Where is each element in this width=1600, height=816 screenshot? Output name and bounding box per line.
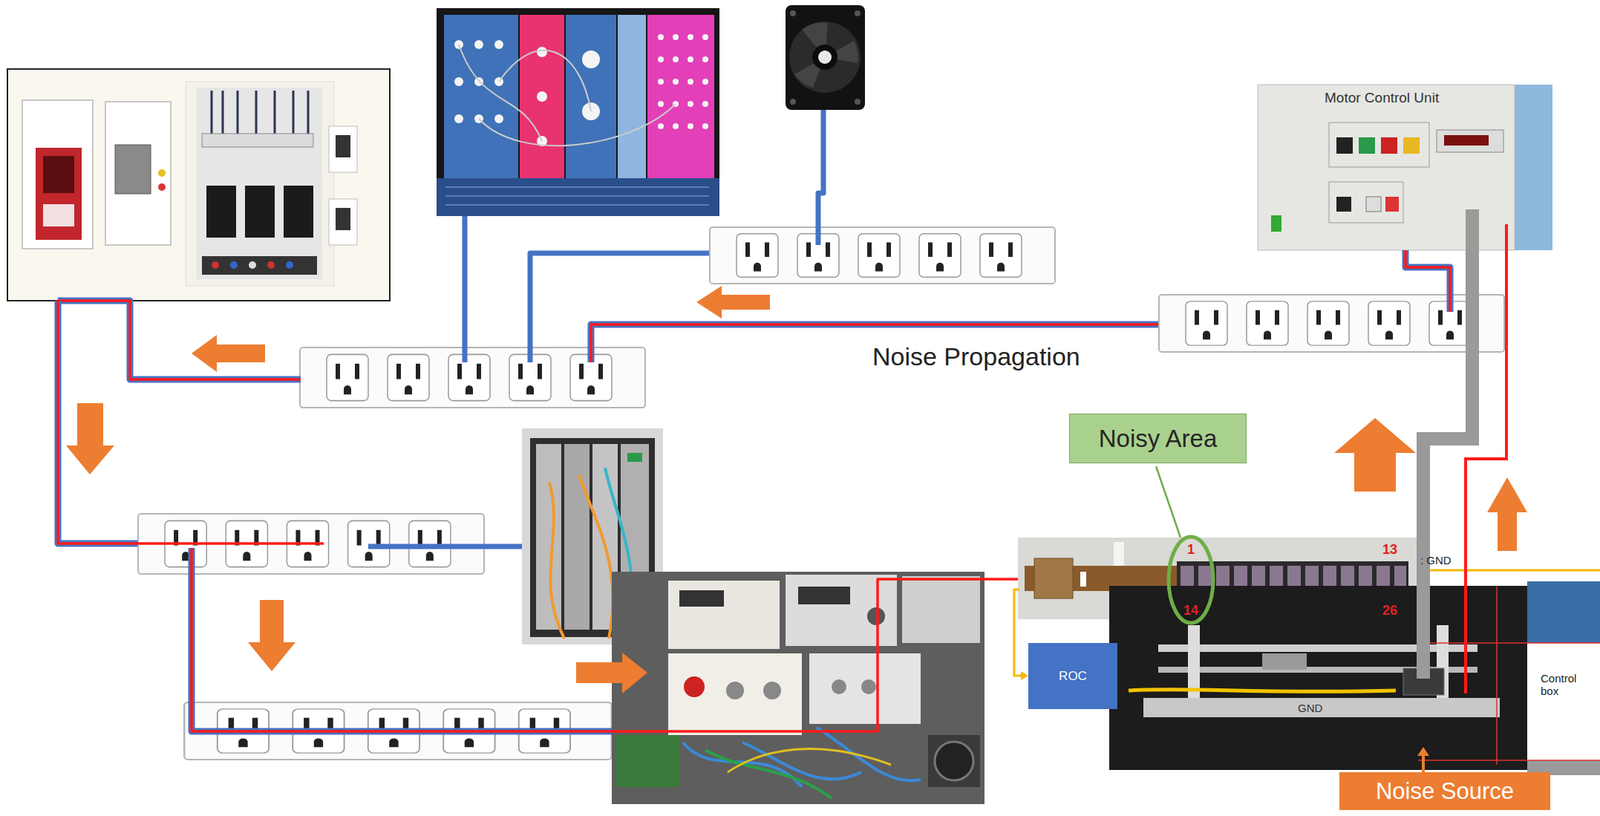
label-holder: 1	[1187, 542, 1195, 557]
part-name: Control box	[1540, 671, 1595, 698]
callout-number: 1	[1187, 542, 1195, 557]
breaker-panel	[7, 69, 390, 301]
motor-wire	[1465, 224, 1507, 694]
label-holder: 14	[1183, 603, 1199, 618]
flow-label: Noise Propagation	[872, 343, 1081, 370]
arrowhead	[1417, 746, 1430, 756]
node-text: Noisy Area	[1098, 424, 1218, 453]
flow-arrow	[66, 285, 1528, 694]
highlight-ellipse	[1168, 536, 1214, 623]
motor-control-unit-photo	[1257, 84, 1553, 251]
power-wire	[57, 109, 1451, 732]
callout-box: Noisy Area	[1069, 413, 1247, 464]
callout-box: Noise Source	[1339, 772, 1551, 811]
control-box-lines	[1418, 586, 1600, 765]
flow-arrow	[1421, 754, 1425, 773]
stage-photo	[1109, 581, 1600, 776]
leader-line	[1156, 466, 1181, 538]
node-text: ROC	[1058, 668, 1087, 684]
callout-number: 26	[1382, 603, 1398, 617]
power-supply-photo	[611, 571, 985, 805]
callout-number: 13	[1382, 542, 1398, 557]
signal-name: : GND	[1420, 554, 1452, 566]
label-holder: Noise Propagation	[872, 343, 1081, 370]
signal-name: GND	[1297, 702, 1323, 714]
power-strip	[709, 227, 1056, 284]
callout-number: 14	[1183, 603, 1199, 617]
device-name: Motor Control Unit	[1324, 90, 1439, 105]
arrowhead	[1020, 671, 1029, 681]
fan-photo	[785, 5, 865, 110]
node-text: Noise Source	[1375, 778, 1514, 805]
label-holder: Motor Control Unit	[1324, 90, 1439, 106]
label-holder: 13	[1382, 542, 1398, 557]
label-holder: Control box	[1540, 671, 1595, 698]
module-rack-photo	[436, 8, 720, 217]
label-holder: 26	[1382, 603, 1398, 618]
label-holder: : GND	[1420, 553, 1452, 568]
readout-box: ROC	[1028, 642, 1118, 710]
label-holder: GND	[1297, 701, 1323, 715]
